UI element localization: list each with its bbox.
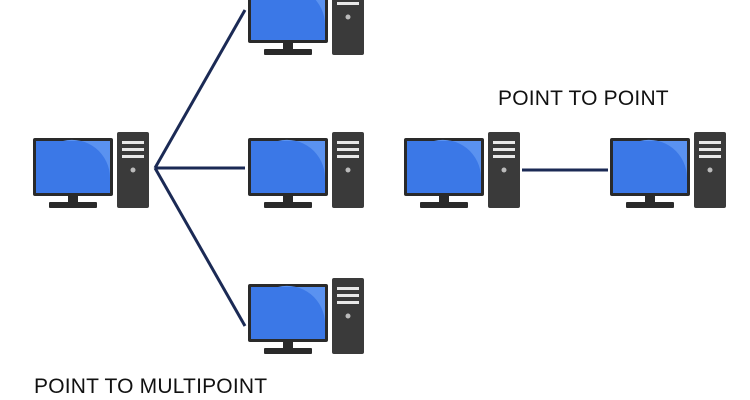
- desktop-computer-icon: [248, 0, 364, 55]
- point-to-point-label: POINT TO POINT: [498, 87, 669, 110]
- desktop-computer-icon: [248, 132, 364, 208]
- link-line-top: [153, 9, 247, 169]
- link-line-bottom: [153, 167, 247, 327]
- desktop-computer-icon: [610, 132, 726, 208]
- point-to-multipoint-label: POINT TO MULTIPOINT: [34, 375, 267, 398]
- desktop-computer-icon: [248, 278, 364, 354]
- desktop-computer-icon: [404, 132, 520, 208]
- desktop-computer-icon: [33, 132, 149, 208]
